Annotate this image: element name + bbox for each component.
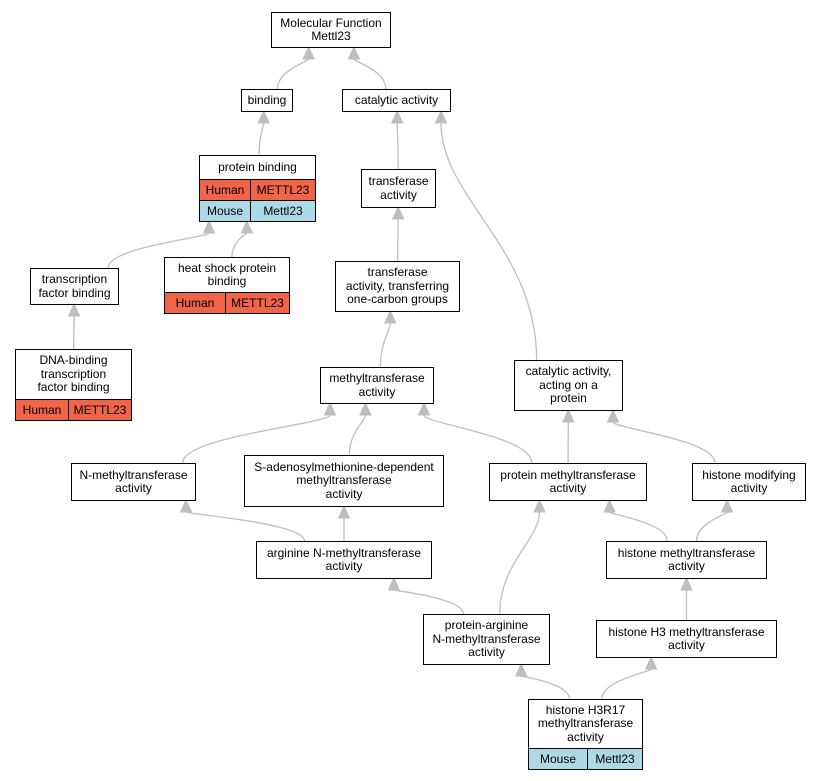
term-node-mf[interactable]: Molecular Function Mettl23	[271, 12, 391, 48]
edge-catalytic-to-mf	[353, 58, 387, 90]
arrowhead	[257, 109, 270, 124]
term-node-arg-n-methyl[interactable]: arginine N-methyltransferase activity	[256, 541, 432, 579]
term-label: S-adenosylmethionine-dependent methyltra…	[254, 459, 434, 501]
edge-protein_binding-to-binding	[258, 122, 265, 156]
edge-histone_methyl-to-protein_methyl	[608, 511, 668, 542]
term-node-h3-methyl[interactable]: histone H3 methyltransferase activity	[596, 620, 777, 658]
arrowhead	[562, 408, 575, 423]
term-label: arginine N-methyltransferase activity	[266, 545, 422, 573]
term-node-sam-methyl[interactable]: S-adenosylmethionine-dependent methyltra…	[244, 455, 444, 507]
edge-h3r17_methyl-to-h3_methyl	[601, 668, 652, 700]
term-label: methyltransferase activity	[329, 371, 425, 399]
term-node-tf-binding[interactable]: transcription factor binding	[30, 268, 119, 305]
term-label: N-methyltransferase activity	[79, 467, 188, 495]
edge-binding-to-mf	[276, 58, 310, 90]
term-label: catalytic activity, acting on a protein	[525, 364, 612, 406]
species-cell: Human	[175, 295, 215, 310]
term-node-cat-protein[interactable]: catalytic activity, acting on a protein	[514, 360, 623, 411]
arrowhead	[680, 576, 693, 591]
term-label: DNA-binding transcription factor binding	[37, 353, 110, 395]
term-node-methyltransferase[interactable]: methyltransferase activity	[320, 367, 434, 404]
term-node-h3r17-methyl[interactable]: histone H3R17 methyltransferase activity…	[528, 699, 643, 770]
annotation-row-human: Human METTL23	[200, 179, 315, 200]
arrowhead	[606, 408, 620, 423]
term-label: protein binding	[218, 159, 297, 174]
term-node-protein-methyl[interactable]: protein methyltransferase activity	[489, 463, 647, 501]
gene-cell[interactable]: METTL23	[68, 400, 131, 420]
gene-cell[interactable]: Mettl23	[587, 749, 642, 769]
term-node-transferase-one-carbon[interactable]: transferase activity, transferring one-c…	[335, 261, 460, 312]
edge-prot_arg_n_methyl-to-arg_n_methyl	[393, 589, 464, 615]
term-node-binding[interactable]: binding	[241, 89, 293, 112]
edge-transferase-to-catalytic	[396, 122, 399, 170]
edge-cat_protein-to-catalytic	[440, 122, 538, 361]
arrowhead	[391, 205, 405, 220]
arrowhead	[417, 401, 431, 416]
arrowhead	[323, 401, 337, 416]
arrowhead	[514, 662, 528, 677]
arrowhead	[603, 498, 616, 513]
gene-cell[interactable]: Mettl23	[250, 201, 315, 221]
term-node-dna-tf-binding[interactable]: DNA-binding transcription factor binding…	[15, 349, 132, 421]
term-node-histone-methyl[interactable]: histone methyltransferase activity	[606, 541, 767, 579]
edge-methyltransferase-to-transferase_one_carbon	[379, 322, 391, 368]
edge-n_methyl-to-methyltransferase	[181, 414, 331, 464]
annotation-row-human: Human METTL23	[16, 399, 131, 420]
arrowhead	[720, 498, 734, 513]
arrowhead	[434, 109, 448, 124]
edge-hsp_binding-to-protein_binding	[231, 232, 248, 258]
edge-protein_methyl-to-methyltransferase	[423, 414, 533, 464]
edge-prot_arg_n_methyl-to-protein_methyl	[499, 511, 541, 615]
term-label: histone modifying activity	[702, 467, 796, 495]
term-label: protein-arginine N-methyltransferase act…	[432, 618, 541, 660]
edge-tf_binding-to-protein_binding	[107, 232, 210, 269]
term-label: transferase activity	[368, 174, 429, 202]
gene-cell[interactable]: METTL23	[250, 180, 315, 200]
gene-cell[interactable]: METTL23	[225, 293, 289, 313]
species-cell: Human	[22, 402, 62, 417]
term-node-prot-arg-n-methyl[interactable]: protein-arginine N-methyltransferase act…	[423, 614, 550, 665]
term-label: histone H3R17 methyltransferase activity	[537, 702, 634, 744]
term-label: transcription factor binding	[38, 272, 111, 300]
arrowhead	[533, 498, 546, 513]
term-label: heat shock protein binding	[177, 260, 277, 288]
term-label: transferase activity, transferring one-c…	[345, 265, 450, 307]
arrowhead	[202, 219, 216, 234]
arrowhead	[337, 504, 351, 519]
arrowhead	[240, 219, 254, 234]
arrowhead	[387, 576, 401, 591]
arrowhead	[644, 655, 658, 670]
arrowhead	[384, 309, 397, 324]
annotation-row-mouse: Mouse Mettl23	[529, 748, 642, 769]
arrowhead	[302, 45, 315, 60]
arrowhead	[179, 498, 193, 513]
edge-histone_methyl-to-histone_mod	[696, 511, 728, 542]
term-label: protein methyltransferase activity	[500, 467, 636, 495]
arrowhead	[359, 401, 372, 416]
annotation-row-mouse: Mouse Mettl23	[200, 200, 315, 221]
term-label: histone methyltransferase activity	[617, 545, 756, 573]
term-node-catalytic[interactable]: catalytic activity	[342, 89, 451, 112]
arrowhead	[390, 109, 404, 124]
arrowhead	[67, 302, 81, 317]
term-node-n-methyl[interactable]: N-methyltransferase activity	[71, 463, 196, 501]
species-cell: Mouse	[539, 751, 577, 766]
term-label: histone H3 methyltransferase activity	[608, 624, 765, 652]
term-node-transferase[interactable]: transferase activity	[361, 169, 436, 208]
term-label: catalytic activity	[354, 92, 439, 107]
arrowhead	[347, 45, 361, 60]
term-node-histone-mod[interactable]: histone modifying activity	[692, 463, 806, 501]
edge-sam_methyl-to-methyltransferase	[348, 414, 367, 456]
term-label: Molecular Function Mettl23	[280, 15, 382, 43]
edge-histone_mod-to-cat_protein	[612, 421, 716, 464]
annotation-row-human: Human METTL23	[165, 292, 289, 313]
edge-arg_n_methyl-to-n_methyl	[185, 511, 306, 542]
species-cell: Mouse	[206, 203, 244, 218]
species-cell: Human	[205, 182, 245, 197]
term-label: binding	[247, 92, 287, 107]
edge-h3r17_methyl-to-prot_arg_n_methyl	[520, 675, 571, 700]
